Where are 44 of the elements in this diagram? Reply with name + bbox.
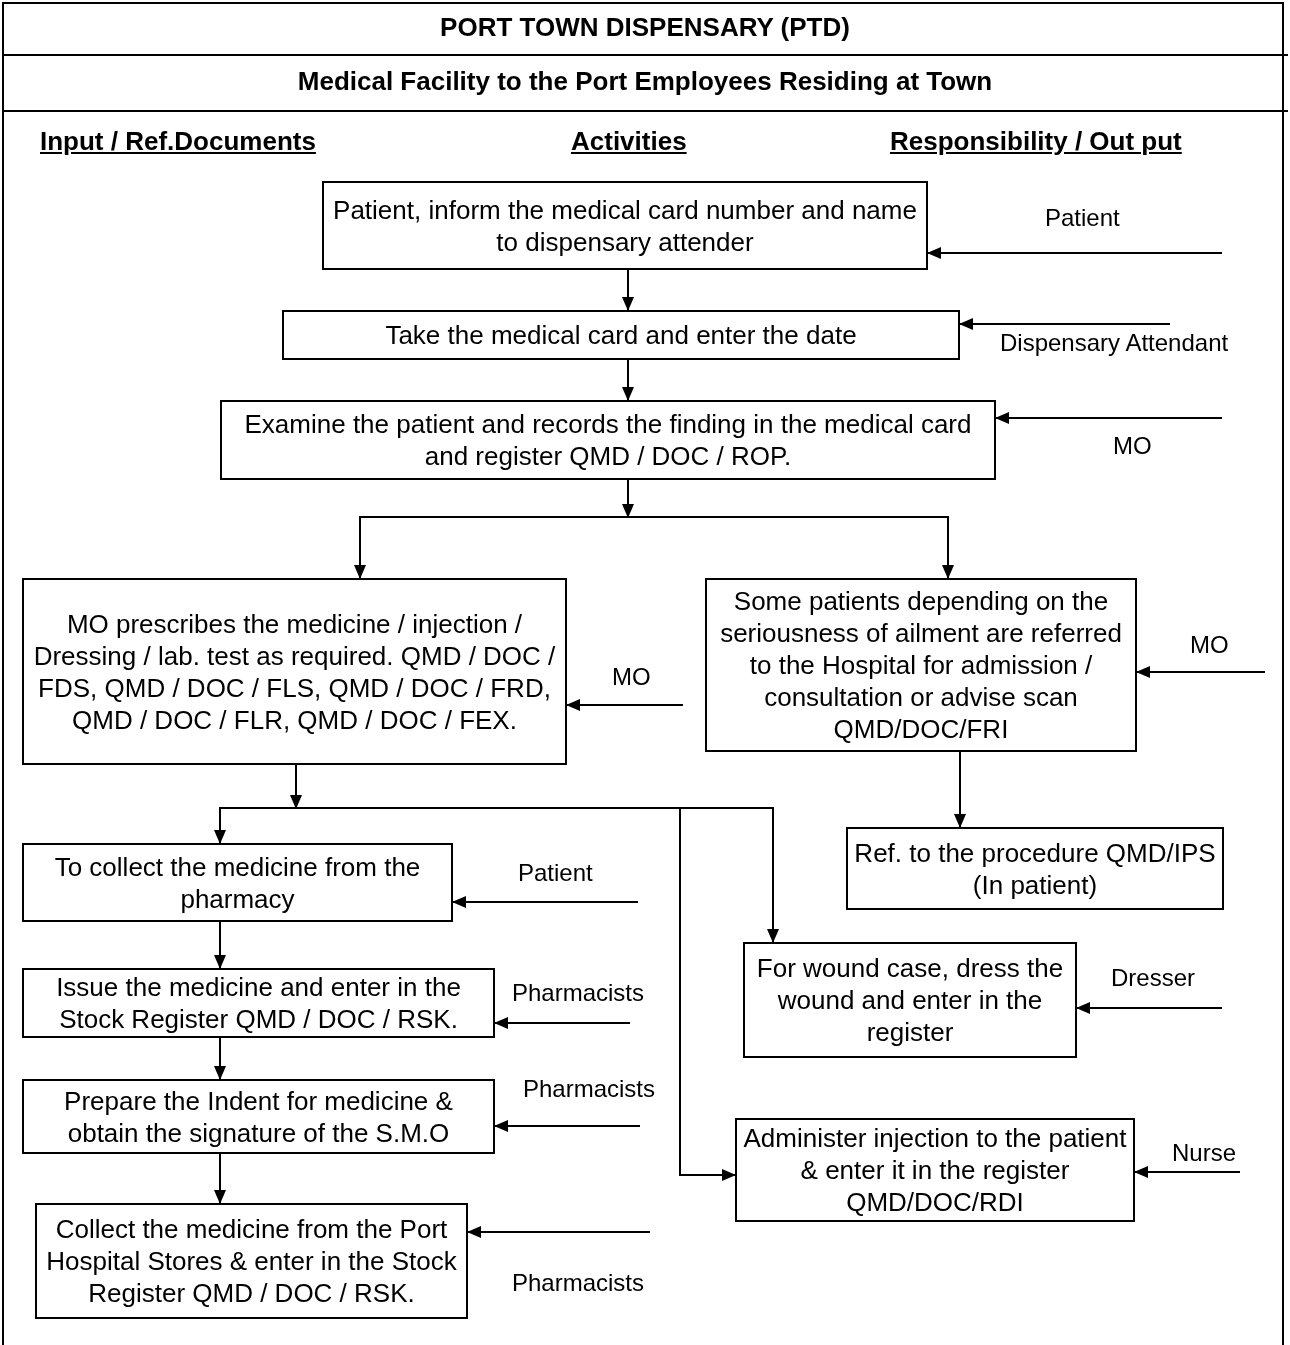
process-box <box>846 827 1224 910</box>
box-text: MO prescribes the medicine / injection / Dressing / lab. test as required. QMD / DOC / FDS, QMD / DOC / FLS, QMD / DOC / FRD, QMD / DOC / FLR, QMD / DOC / FEX. <box>32 607 557 736</box>
process-box <box>743 942 1077 1058</box>
process-box <box>22 1079 495 1154</box>
box-text: For wound case, dress the wound and enter in the register <box>755 952 1065 1048</box>
box-text: Collect the medicine from the Port Hospital Stores & enter in the Stock Register QMD / DOC / RSK. <box>45 1213 458 1309</box>
arrow <box>954 751 966 828</box>
arrow <box>959 318 1171 330</box>
column-heading: Input / Ref.Documents <box>40 125 316 158</box>
process-box <box>322 181 928 270</box>
box-text: Issue the medicine and enter in the Stock Register QMD / DOC / RSK. <box>55 971 462 1035</box>
process-box <box>22 578 567 765</box>
arrow <box>214 1153 226 1204</box>
column-heading: Responsibility / Out put <box>890 125 1182 158</box>
arrow <box>494 1120 641 1132</box>
arrow <box>214 1037 226 1080</box>
arrow <box>566 699 684 711</box>
arrow <box>1136 666 1266 678</box>
arrow <box>452 896 639 908</box>
process-box <box>35 1203 468 1319</box>
process-box <box>22 968 495 1038</box>
box-text: To collect the medicine from the pharmacy <box>53 850 422 915</box>
arrow <box>214 921 226 969</box>
arrow <box>1076 1002 1223 1014</box>
arrow <box>494 1017 631 1029</box>
arrow <box>622 359 634 401</box>
process-box <box>282 310 960 360</box>
box-text: Take the medical card and enter the date <box>385 319 857 351</box>
box-text: Administer injection to the patient & enter it in the register QMD/DOC/RDI <box>742 1122 1128 1218</box>
column-heading: Activities <box>571 125 687 158</box>
box-text: Examine the patient and records the finding in the medical card and register QMD / DOC / ROP. <box>243 408 973 472</box>
process-box <box>22 843 453 922</box>
box-text: Ref. to the procedure QMD/IPS (In patient) <box>853 836 1217 901</box>
arrow <box>1134 1166 1241 1178</box>
box-text: Prepare the Indent for medicine & obtain the signature of the S.M.O <box>63 1084 454 1149</box>
title: PORT TOWN DISPENSARY (PTD) <box>440 12 850 42</box>
arrow <box>622 269 634 311</box>
subtitle: Medical Facility to the Port Employees Residing at Town <box>297 66 993 96</box>
arrow <box>927 247 1223 259</box>
box-text: Patient, inform the medical card number and name to dispensary attender <box>332 193 918 258</box>
box-text: Some patients depending on the seriousness of ailment are referred to the Hospital for admission / consultation or advise scan QMD/DOC/FRI <box>719 585 1123 745</box>
arrow <box>467 1226 651 1238</box>
arrow <box>995 412 1223 424</box>
process-box <box>220 400 996 480</box>
